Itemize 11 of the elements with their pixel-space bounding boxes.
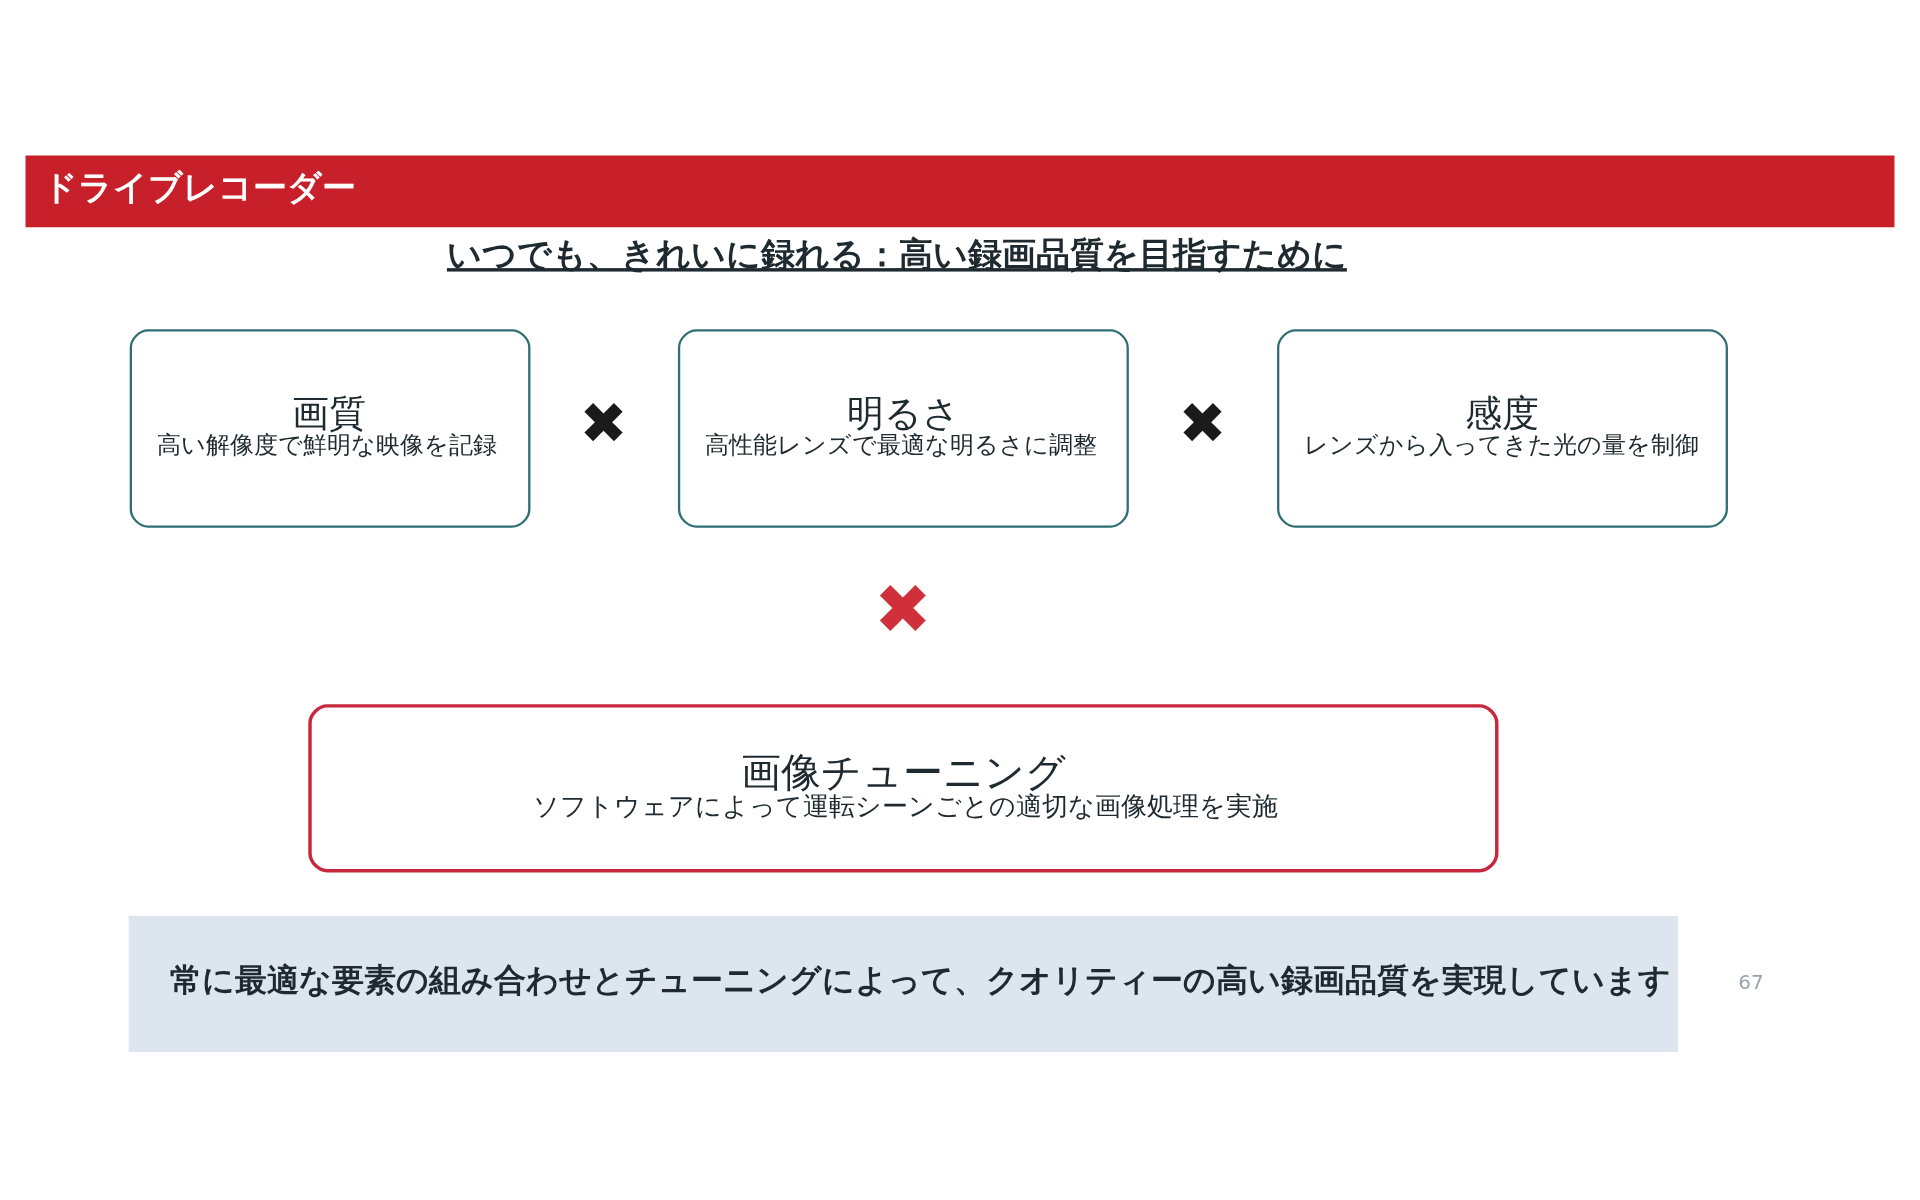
node-box: 画像チューニング ソフトウェアによって運転シーンごとの適切な画像処理を実施 xyxy=(308,703,1499,872)
label: 67 xyxy=(1738,969,1764,994)
label: いつでも、きれいに録れる：高い録画品質を目指すために xyxy=(446,233,1347,274)
label: ✖ xyxy=(874,568,932,649)
node-box: 画質 高い解像度で鮮明な映像を記録 xyxy=(129,328,531,528)
node-box: 明るさ 高性能レンズで最適な明るさに調整 xyxy=(677,328,1129,528)
node-box: 感度 レンズから入ってきた光の量を制御 xyxy=(1277,328,1728,528)
diagram-title: ドライブレコーダー xyxy=(42,166,356,207)
node-box: 常に最適な要素の組み合わせとチューニングによって、クオリティーの高い録画品質を実現しています xyxy=(128,915,1679,1052)
label: ✖ xyxy=(1178,389,1227,457)
label: ✖ xyxy=(579,389,628,457)
